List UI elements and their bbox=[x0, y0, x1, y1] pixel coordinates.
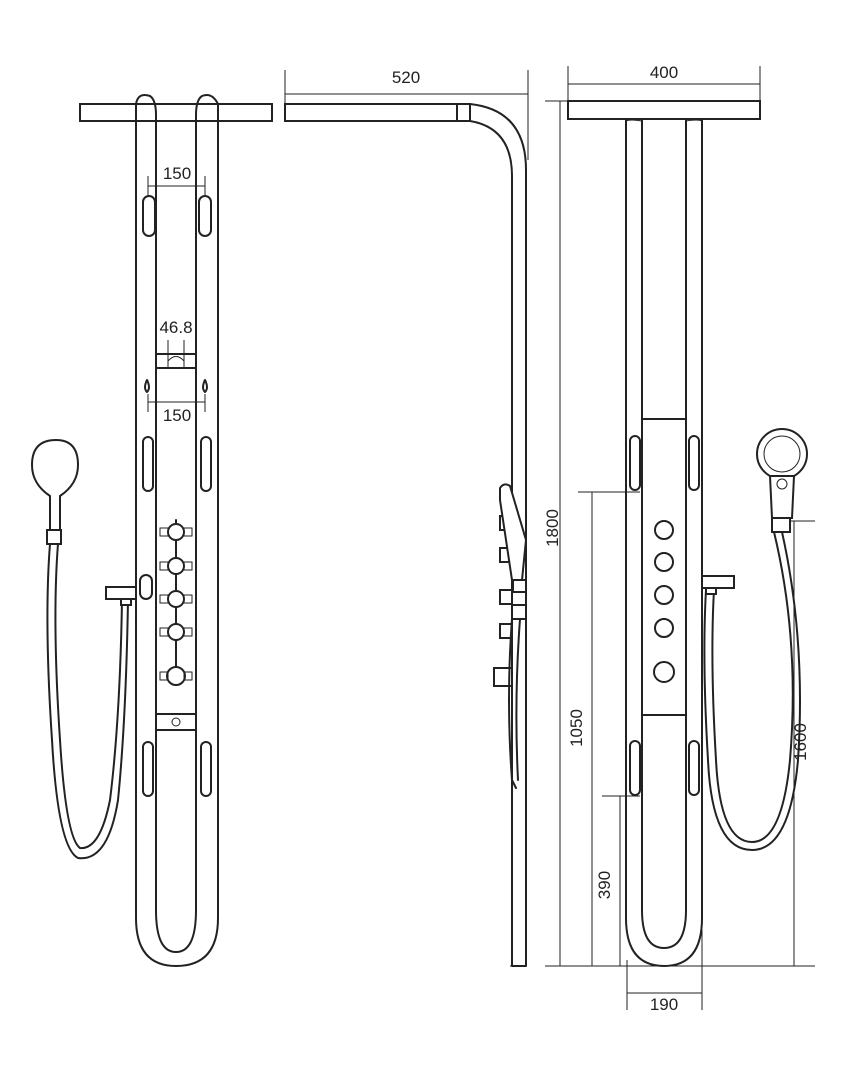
front-valve-stack bbox=[159, 519, 193, 686]
front-bottom-plate bbox=[155, 713, 197, 731]
dim-front-top-spacing: 150 bbox=[163, 164, 191, 183]
front-upper-slot-left bbox=[142, 195, 156, 237]
dim-side-depth: 520 bbox=[392, 68, 420, 87]
dim-lower-jet-height: 390 bbox=[595, 871, 614, 899]
back-valve-5 bbox=[653, 661, 675, 683]
front-nozzle-left-icon bbox=[144, 379, 150, 393]
back-view: 400 bbox=[567, 63, 808, 967]
front-nozzle-right-icon bbox=[202, 379, 208, 393]
front-view: 150 46.8 150 bbox=[30, 94, 273, 967]
back-u-tube-inner bbox=[641, 118, 687, 949]
front-jet-upper-right bbox=[200, 436, 212, 492]
front-hand-shower-head bbox=[30, 438, 80, 533]
back-valve-4 bbox=[654, 618, 674, 638]
dim-total-height: 1800 bbox=[543, 509, 562, 547]
front-hose bbox=[46, 543, 129, 860]
dim-back-width: 400 bbox=[650, 63, 678, 82]
dimension-lines: 1800 1050 390 1600 190 bbox=[510, 100, 815, 1014]
front-u-tube-inner bbox=[155, 114, 197, 953]
side-view: 520 bbox=[284, 68, 529, 967]
back-valve-3 bbox=[654, 585, 674, 605]
dim-head-height: 1600 bbox=[791, 723, 810, 761]
front-top-plate bbox=[79, 103, 273, 122]
back-jet-upper-right bbox=[688, 435, 700, 491]
side-valve-5 bbox=[493, 667, 513, 687]
front-hose-holder bbox=[105, 586, 137, 600]
dim-jet-height: 1050 bbox=[567, 709, 586, 747]
back-valve-1 bbox=[654, 520, 674, 540]
side-hand-shower bbox=[499, 483, 528, 581]
back-jet-lower-right bbox=[688, 740, 700, 796]
dim-front-mid-spacing: 46.8 bbox=[159, 318, 192, 337]
back-jet-upper-left bbox=[629, 435, 641, 491]
front-crossbar bbox=[155, 353, 197, 369]
front-jet-lower-right bbox=[200, 741, 212, 797]
back-u-tube-outer bbox=[625, 118, 703, 967]
side-valve-3 bbox=[499, 589, 513, 605]
back-jet-lower-left bbox=[629, 740, 641, 796]
back-hose-holder bbox=[701, 575, 735, 589]
back-valve-2 bbox=[654, 552, 674, 572]
front-u-tube-outer bbox=[135, 94, 219, 967]
dim-bottom-width: 190 bbox=[650, 995, 678, 1014]
side-top-arm bbox=[284, 103, 458, 122]
back-hose bbox=[711, 531, 794, 843]
front-upper-slot-right bbox=[198, 195, 212, 237]
dim-front-lower-spacing: 150 bbox=[163, 406, 191, 425]
front-jet-upper-left bbox=[142, 436, 154, 492]
front-jet-lower-left bbox=[142, 741, 154, 797]
back-top-plate bbox=[567, 100, 761, 120]
